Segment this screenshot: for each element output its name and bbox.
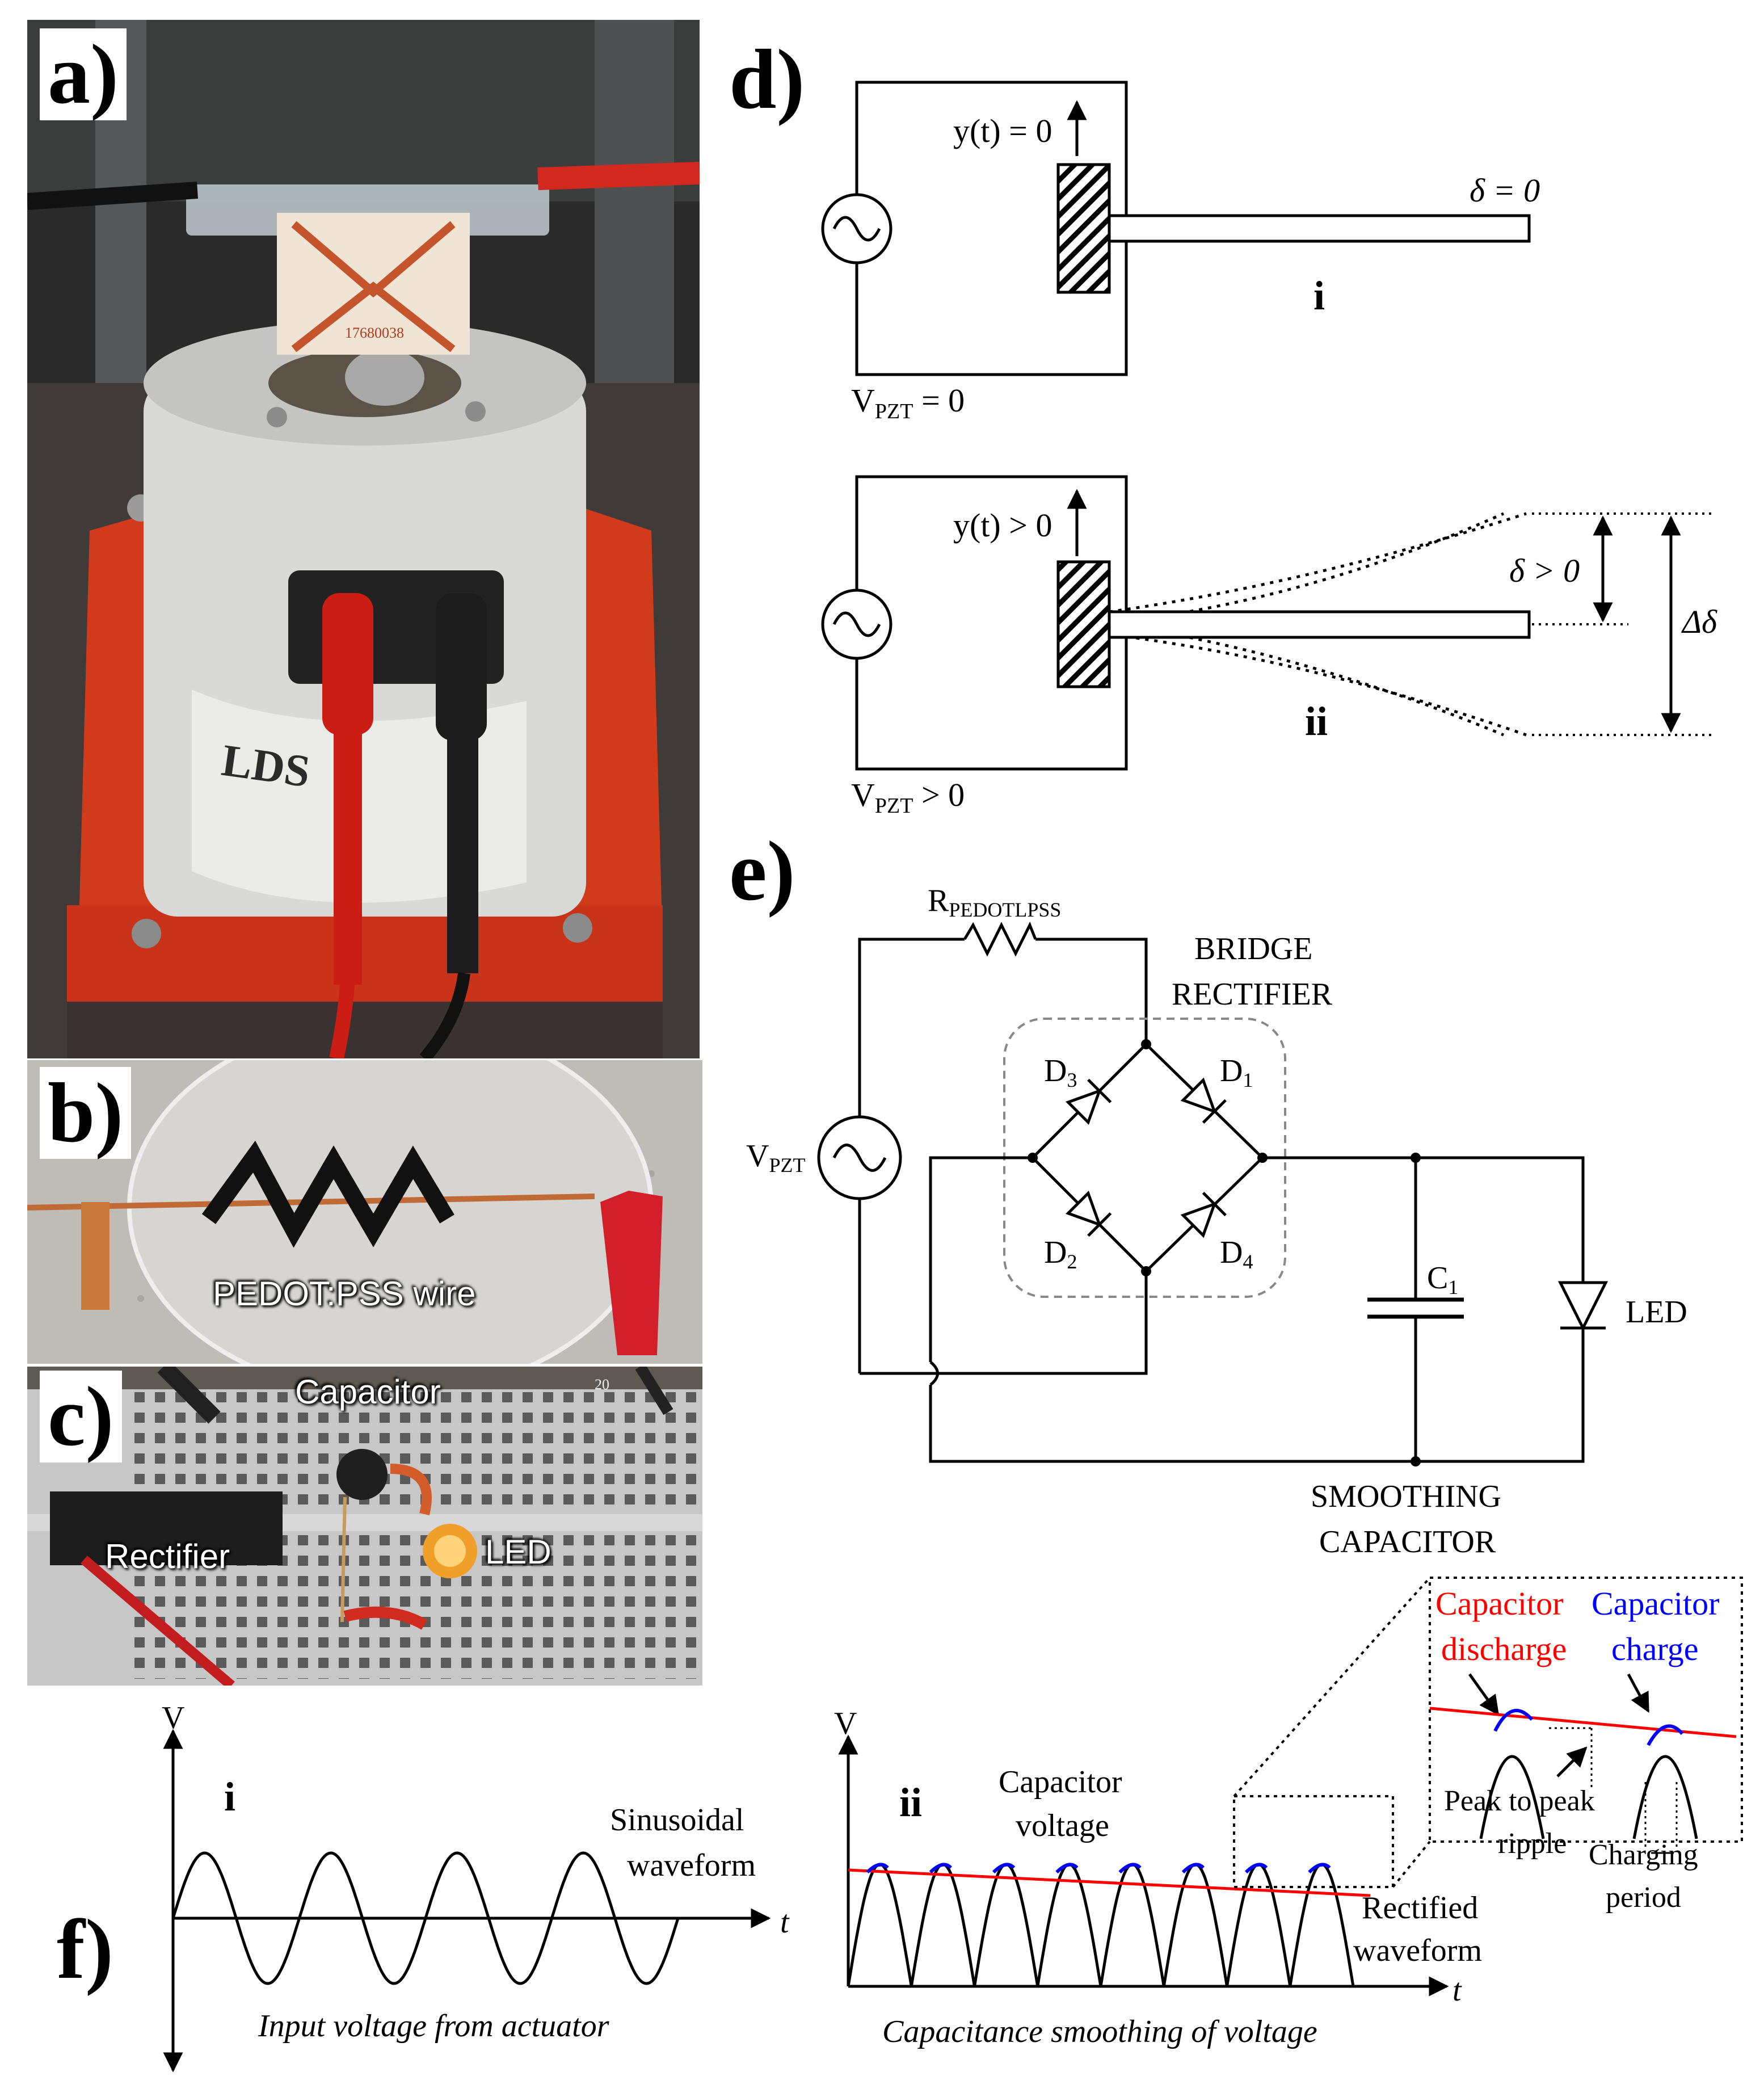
charge-segment <box>866 1863 889 1874</box>
caption-f-i: Input voltage from actuator <box>258 2008 609 2044</box>
ripple-label-1: Peak to peak <box>1444 1785 1595 1817</box>
bridge-label-1: BRIDGE <box>1194 931 1312 966</box>
pedot-wire-caption: PEDOT:PSS wire <box>213 1275 476 1313</box>
delta-label-ii: δ > 0 <box>1509 552 1580 589</box>
charge-label-1: Capacitor <box>1592 1585 1719 1622</box>
zoom-charge-2 <box>1647 1724 1684 1746</box>
capacitor-voltage-label-2: voltage <box>1016 1808 1109 1843</box>
rectified-label-1: Rectified <box>1362 1890 1478 1926</box>
zoom-charge-1 <box>1493 1709 1534 1732</box>
c1-label: C1 <box>1427 1260 1458 1298</box>
sinusoidal-label-1: Sinusoidal <box>610 1802 744 1838</box>
charge-label-2: charge <box>1611 1630 1699 1667</box>
d2-label: D2 <box>1044 1235 1077 1273</box>
charge-segment <box>992 1863 1016 1874</box>
roman-f-i: i <box>224 1774 235 1819</box>
charge-segment <box>929 1863 953 1874</box>
charge-segment <box>1118 1863 1142 1874</box>
sinusoidal-label-2: waveform <box>627 1848 756 1883</box>
panel-label-f: f) <box>57 1902 113 1997</box>
led-label: LED <box>1626 1295 1687 1330</box>
capacitor-voltage-label-1: Capacitor <box>999 1764 1122 1800</box>
rectifier-caption: Rectifier <box>105 1537 230 1575</box>
charge-segment <box>1055 1863 1079 1874</box>
delta-label-i: δ = 0 <box>1470 172 1540 209</box>
photo-shaker: LDS 17680038 <box>27 20 700 1058</box>
cantilever-diagram-ii <box>821 475 1714 771</box>
ripple-label-2: ripple <box>1498 1827 1567 1860</box>
roman-ii: ii <box>1305 699 1328 744</box>
period-label-2: period <box>1606 1881 1681 1914</box>
rectifier-circuit <box>817 921 1609 1463</box>
panel-label-b: b) <box>40 1067 132 1159</box>
resistor-label: RPEDOTLPSS <box>928 883 1061 921</box>
d3-label: D3 <box>1044 1053 1077 1091</box>
waveform-ii <box>838 1734 1449 1997</box>
cantilever-diagram-i <box>821 81 1531 376</box>
photo-pedot-wire <box>27 1060 702 1364</box>
period-label-1: Charging <box>1589 1839 1698 1871</box>
panel-label-c: c) <box>40 1371 122 1463</box>
circuit-nodes <box>1028 1039 1421 1466</box>
panel-label-e: e) <box>729 824 795 918</box>
source-label: VPZT <box>746 1138 805 1176</box>
y-label-i: y(t) = 0 <box>953 112 1052 149</box>
v-axis-ii: V <box>834 1706 857 1741</box>
charge-segment <box>1181 1863 1205 1874</box>
vpzt-label-ii: VPZT > 0 <box>851 776 965 818</box>
photo-breadboard: 20 <box>27 1367 702 1686</box>
zoom-discharge-line <box>1429 1707 1737 1738</box>
capacitor-caption: Capacitor <box>295 1373 441 1411</box>
roman-i: i <box>1313 273 1325 318</box>
smoothing-label-1: SMOOTHING <box>1311 1479 1501 1514</box>
device-id: 17680038 <box>345 325 404 341</box>
d4-label: D4 <box>1220 1235 1253 1273</box>
capacitor-discharge-line <box>848 1868 1371 1897</box>
y-label-ii: y(t) > 0 <box>953 507 1052 544</box>
led-caption: LED <box>485 1533 551 1571</box>
smoothing-label-2: CAPACITOR <box>1319 1524 1496 1560</box>
lds-brand: LDS <box>218 736 313 797</box>
zoom-inset-waveform <box>1468 1673 1698 1854</box>
t-axis-ii: t <box>1453 1973 1462 2008</box>
rectified-label-2: waveform <box>1353 1933 1482 1968</box>
caption-f-ii: Capacitance smoothing of voltage <box>882 2014 1317 2049</box>
discharge-label-1: Capacitor <box>1435 1585 1563 1622</box>
panel-label-d: d) <box>729 32 805 127</box>
column-number: 20 <box>595 1376 609 1393</box>
discharge-label-2: discharge <box>1441 1630 1567 1667</box>
charge-segment <box>1308 1863 1331 1874</box>
d1-label: D1 <box>1220 1053 1253 1091</box>
v-axis-i: V <box>162 1700 184 1735</box>
roman-f-ii: ii <box>899 1780 922 1825</box>
t-axis-i: t <box>780 1905 790 1940</box>
bridge-label-2: RECTIFIER <box>1172 977 1333 1012</box>
waveform-i <box>163 1729 771 2073</box>
charge-segment <box>1244 1863 1268 1874</box>
capacitor-charge-segments <box>866 1863 1331 1874</box>
vpzt-label-i: VPZT = 0 <box>851 382 965 423</box>
panel-label-a: a) <box>40 28 127 120</box>
ddelta-label: Δδ <box>1681 603 1717 640</box>
